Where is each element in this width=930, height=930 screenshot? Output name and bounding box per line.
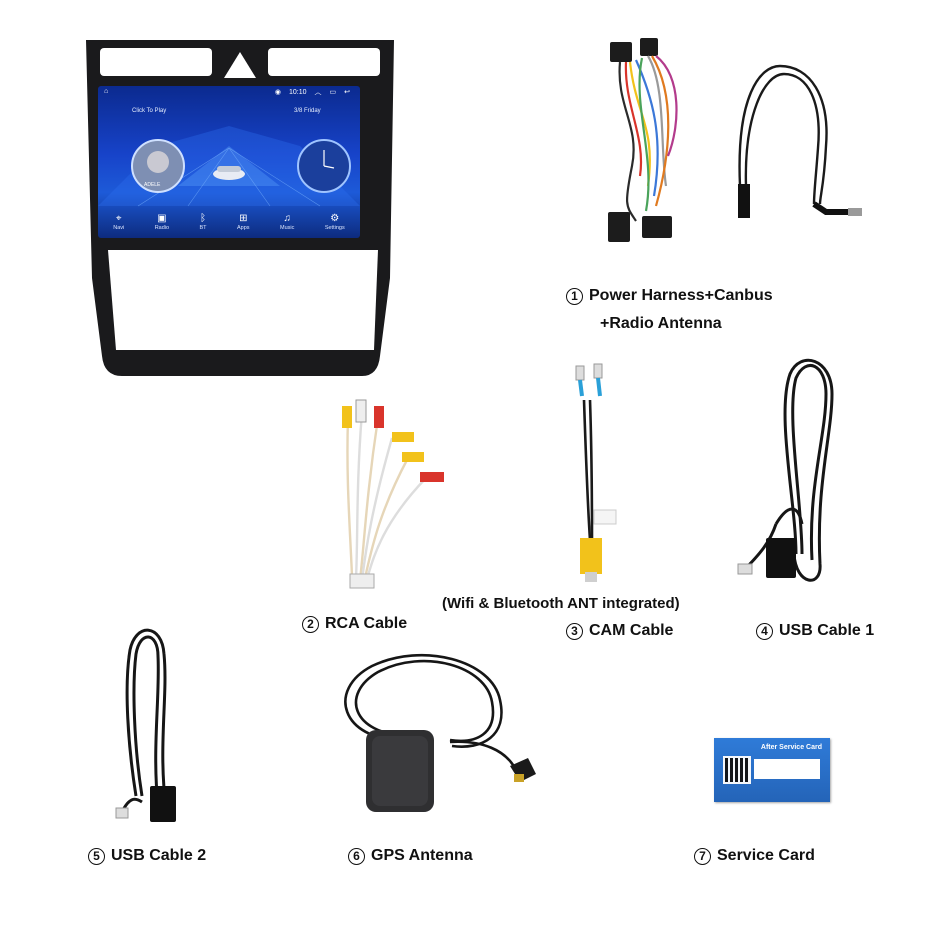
item-7-number: 7 [694, 847, 711, 865]
service-card-title: After Service Card [760, 744, 822, 751]
rca-cable-photo [342, 399, 444, 589]
item-3-note: (Wifi & Bluetooth ANT integrated) [442, 595, 680, 612]
location-pin-icon: ⌖ [115, 213, 122, 224]
item-6-number: 6 [348, 847, 365, 865]
item-2-text: RCA Cable [325, 615, 408, 632]
item-3-label: 3 CAM Cable [566, 621, 673, 641]
power-harness-photo [608, 38, 678, 242]
item-6-text: GPS Antenna [371, 847, 473, 864]
back-icon: ↩ [344, 89, 350, 96]
item-7-label: 7 Service Card [694, 846, 815, 866]
item-2-number: 2 [302, 615, 319, 633]
item-5-number: 5 [88, 847, 105, 865]
home-icon: ⌂ [104, 88, 109, 95]
gps-antenna-photo [344, 653, 536, 812]
album-text: ADELE [144, 182, 161, 188]
app-settings: ⚙Settings [324, 213, 345, 231]
wallpaper-graphic [98, 126, 360, 207]
left-card-title: Click To Play [132, 108, 167, 114]
item-5-text: USB Cable 2 [111, 847, 207, 864]
app-music: ♫Music [280, 213, 295, 231]
item-1-line2: +Radio Antenna [600, 315, 722, 332]
item-3-text: CAM Cable [589, 622, 674, 639]
item-7-text: Service Card [717, 847, 815, 864]
item-2-label: 2 RCA Cable [302, 614, 407, 634]
status-time: 10:10 [288, 88, 307, 96]
chevron-up-icon: ︿ [314, 89, 322, 96]
music-note-icon: ♫ [283, 213, 291, 224]
radio-icon: ▣ [157, 213, 167, 224]
qr-code-icon [723, 756, 751, 784]
radio-antenna-photo [738, 64, 862, 218]
app-radio: ▣Radio [154, 213, 170, 231]
item-4-number: 4 [756, 622, 773, 640]
item-5-label: 5 USB Cable 2 [88, 846, 206, 866]
service-card-info-box [754, 759, 820, 779]
item-4-label: 4 USB Cable 1 [756, 621, 874, 641]
item-1-line1: Power Harness+Canbus [589, 287, 773, 304]
window-icon: ▭ [329, 89, 337, 96]
apps-grid-icon: ⊞ [239, 213, 248, 224]
date-text: 3/8 Friday [294, 108, 321, 114]
item-1-label: 1 Power Harness+Canbus [566, 286, 773, 306]
item-4-text: USB Cable 1 [779, 622, 875, 639]
gear-icon: ⚙ [330, 213, 340, 224]
cam-cable-photo [575, 363, 617, 582]
app-navi: ⌖Navi [113, 213, 125, 231]
item-1-number: 1 [566, 287, 583, 305]
touch-screen: ⌂ ◉ 10:10 ︿ ▭ ↩ [98, 86, 360, 238]
item-3-number: 3 [566, 622, 583, 640]
service-card: After Service Card [714, 738, 830, 802]
item-6-label: 6 GPS Antenna [348, 846, 473, 866]
head-unit: ⌂ ◉ 10:10 ︿ ▭ ↩ [82, 38, 398, 378]
app-apps: ⊞Apps [237, 213, 250, 231]
usb-cable-2-photo [115, 628, 176, 822]
wifi-icon: ◉ [274, 89, 281, 96]
status-bar: ⌂ ◉ 10:10 ︿ ▭ ↩ [98, 86, 360, 98]
bluetooth-icon: ᛒ [200, 213, 207, 224]
usb-cable-1-photo [737, 358, 834, 582]
